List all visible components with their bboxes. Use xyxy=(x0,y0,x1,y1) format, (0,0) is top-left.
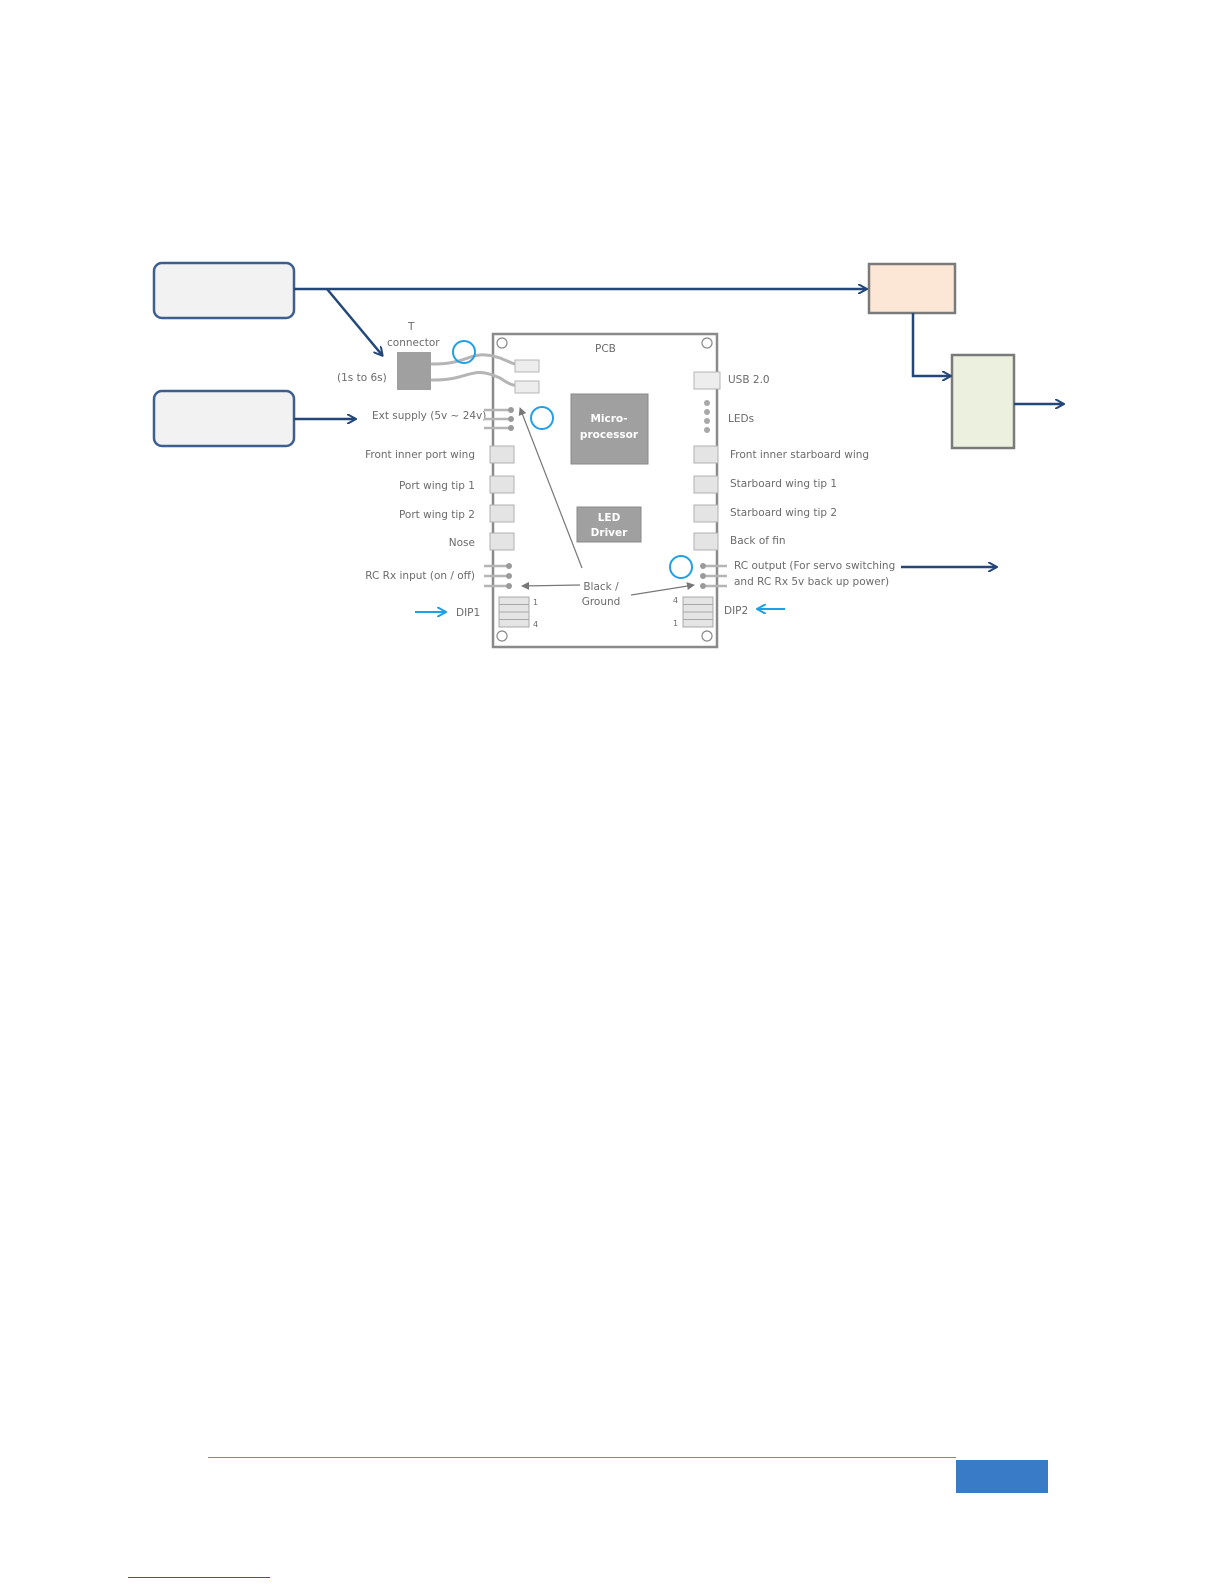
mount-hole-tl xyxy=(496,337,508,349)
rc-input-pin-heads xyxy=(506,563,512,589)
ext-supply-pins xyxy=(484,408,510,430)
ground-pointer-rc-output xyxy=(630,582,695,596)
right-port-label-3: Back of fin xyxy=(730,535,786,547)
usb-port xyxy=(693,371,721,390)
led-driver-label-line1: LED xyxy=(598,512,621,524)
left-port-connectors xyxy=(489,445,515,551)
peach-box xyxy=(867,262,957,315)
footer-rule xyxy=(208,1457,956,1458)
battery-range-label: (1s to 6s) xyxy=(337,372,387,384)
left-port-label-3: Nose xyxy=(449,537,475,549)
battery-box xyxy=(152,261,296,320)
mount-hole-tr xyxy=(701,337,713,349)
microprocessor-chip xyxy=(570,393,649,465)
usb-label: USB 2.0 xyxy=(728,374,770,386)
ground-label-line1: Black / xyxy=(583,581,619,593)
ground-label-line2: Ground xyxy=(582,596,621,608)
status-leds xyxy=(704,400,710,433)
ground-pointer-rc-input xyxy=(521,581,581,590)
right-port-label-0: Front inner starboard wing xyxy=(730,449,869,461)
right-port-label-2: Starboard wing tip 2 xyxy=(730,507,837,519)
rc-input-label: RC Rx input (on / off) xyxy=(365,570,475,582)
rc-output-label-line1: RC output (For servo switching xyxy=(734,560,895,572)
led-driver-chip xyxy=(576,506,642,543)
t-connector-label-line1: T xyxy=(407,321,415,333)
leds-label: LEDs xyxy=(728,413,754,425)
left-port-label-2: Port wing tip 2 xyxy=(399,509,475,521)
dip1-bottom-number: 4 xyxy=(533,620,538,629)
peach-to-green-arrow xyxy=(911,313,950,376)
mount-hole-br xyxy=(701,630,713,642)
dip2-top-number: 4 xyxy=(673,596,678,605)
dip2-label: DIP2 xyxy=(724,605,748,617)
dip1-switch xyxy=(498,596,530,628)
right-port-connectors xyxy=(693,445,719,551)
led-driver-label-line2: Driver xyxy=(591,527,628,539)
microprocessor-label-line1: Micro- xyxy=(590,413,627,425)
left-port-label-0: Front inner port wing xyxy=(365,449,475,461)
rc-input-pins xyxy=(484,564,508,588)
footer-link-underline xyxy=(128,1577,270,1578)
rc-output-label-line2: and RC Rx 5v back up power) xyxy=(734,576,889,588)
ground-pointer-ext xyxy=(518,407,583,569)
right-port-label-1: Starboard wing tip 1 xyxy=(730,478,837,490)
dip2-switch xyxy=(682,596,714,628)
power-pad-2 xyxy=(514,380,540,394)
ext-supply-label: Ext supply (5v ~ 24v) xyxy=(372,410,486,422)
marker-circle-power xyxy=(452,340,476,364)
dip1-label: DIP1 xyxy=(456,607,480,619)
power-pad-1 xyxy=(514,359,540,373)
green-box xyxy=(950,353,1016,450)
rc-output-pins xyxy=(703,564,727,588)
t-connector-block xyxy=(397,352,431,390)
dip1-top-number: 1 xyxy=(533,598,538,607)
t-connector-label-line2: connector xyxy=(387,337,440,349)
marker-circle-ext xyxy=(530,406,554,430)
battery-to-tconnector-arrow xyxy=(326,288,382,355)
microprocessor-label-line2: processor xyxy=(580,429,639,441)
mount-hole-bl xyxy=(496,630,508,642)
dip2-bottom-number: 1 xyxy=(673,619,678,628)
marker-circle-rc-output xyxy=(669,555,693,579)
external-supply-box xyxy=(152,389,296,448)
footer-page-badge xyxy=(956,1460,1048,1493)
rc-output-pin-heads xyxy=(700,563,706,589)
left-port-label-1: Port wing tip 1 xyxy=(399,480,475,492)
pcb-title: PCB xyxy=(595,343,616,355)
ext-supply-pin-heads xyxy=(508,407,514,431)
